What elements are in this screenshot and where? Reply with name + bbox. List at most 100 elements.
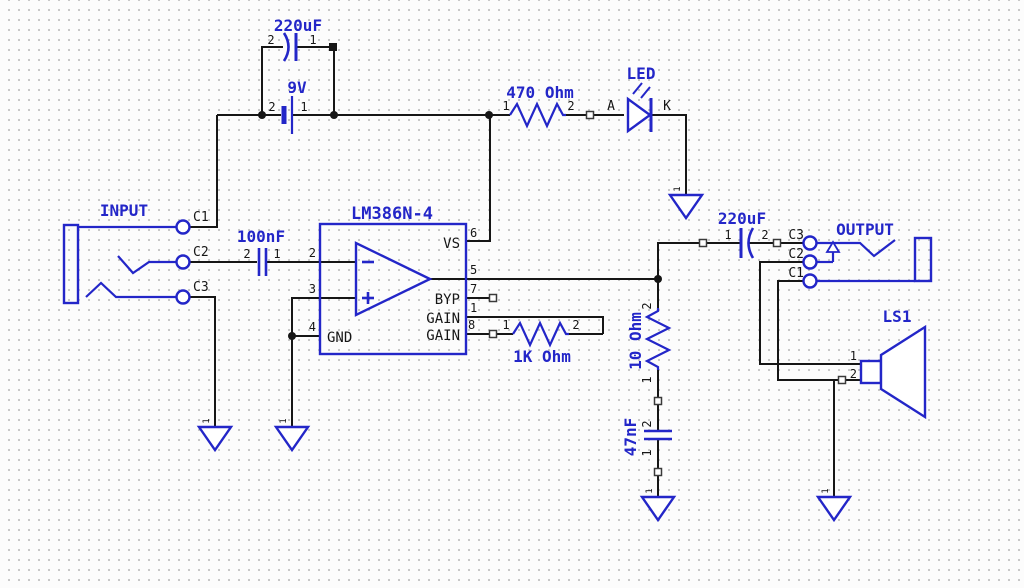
input-label: INPUT bbox=[100, 201, 148, 220]
speaker-pin2: 2 bbox=[850, 367, 857, 381]
ic-pin-num-5: 5 bbox=[470, 263, 477, 277]
output-pin-c2[interactable] bbox=[802, 254, 818, 270]
input-pin-c3[interactable] bbox=[175, 289, 191, 305]
resistor-1k-pin1: 1 bbox=[502, 318, 509, 332]
pin-end-marker bbox=[488, 329, 498, 339]
ic-pin-byp: BYP bbox=[435, 292, 460, 308]
output-label: OUTPUT bbox=[836, 220, 894, 239]
output-pin-c3[interactable] bbox=[802, 235, 818, 251]
led-anode-label: A bbox=[607, 99, 615, 114]
pin-end-marker bbox=[585, 110, 595, 120]
resistor-10ohm[interactable]: 10 Ohm 2 1 bbox=[626, 302, 672, 384]
input-c2-label: C2 bbox=[193, 245, 209, 260]
wire-out-to-cap[interactable] bbox=[657, 242, 699, 279]
battery-pin2: 2 bbox=[268, 100, 275, 114]
supply-capacitor[interactable]: 220uF 2 1 bbox=[267, 16, 322, 62]
resistor-1k-value: 1K Ohm bbox=[513, 347, 571, 366]
junction-dot bbox=[654, 275, 662, 283]
cap-curved-plate bbox=[282, 32, 290, 62]
resistor-470[interactable]: 470 Ohm 1 2 bbox=[502, 83, 575, 129]
battery-value: 9V bbox=[287, 78, 307, 97]
wire-vs-riser[interactable] bbox=[466, 115, 491, 242]
ic-body bbox=[318, 222, 468, 356]
input-jack[interactable]: INPUT C1 C2 C3 bbox=[62, 201, 209, 305]
cap-47nf-value: 47nF bbox=[621, 418, 640, 457]
cap-100nf-pin2: 2 bbox=[243, 247, 250, 261]
junction-dot bbox=[330, 111, 338, 119]
ground-speaker-pin: 1 bbox=[821, 488, 831, 493]
speaker-ls1[interactable]: LS1 1 2 bbox=[850, 307, 927, 420]
led-cathode-label: K bbox=[663, 99, 671, 114]
ic-pin-num-6: 6 bbox=[470, 226, 477, 240]
ground-led[interactable] bbox=[667, 193, 705, 221]
input-switch-contact-1 bbox=[117, 255, 176, 275]
capacitor-47nf[interactable]: 47nF 2 1 bbox=[621, 418, 672, 457]
output-jack[interactable]: OUTPUT C3 C2 C1 bbox=[788, 220, 933, 289]
junction-dot bbox=[258, 111, 266, 119]
led-ray-2 bbox=[640, 86, 651, 99]
cap-curved-plate bbox=[747, 227, 755, 259]
resistor-1k-pin2: 2 bbox=[572, 318, 579, 332]
ground-ic-pin: 1 bbox=[279, 418, 289, 423]
ic-pin-num-4: 4 bbox=[309, 320, 316, 334]
resistor-10ohm-pin2: 2 bbox=[640, 302, 654, 309]
wire-led-to-gnd[interactable] bbox=[652, 114, 687, 195]
input-switch-contact-2 bbox=[85, 281, 176, 299]
cap-47nf-pin2: 2 bbox=[640, 420, 654, 427]
wire-c1-to-speaker2[interactable] bbox=[777, 280, 838, 381]
ground-zobel-pin: 1 bbox=[645, 488, 655, 493]
led-ray-1 bbox=[632, 82, 643, 95]
ground-symbols bbox=[196, 193, 853, 523]
battery-9v[interactable]: 9V 2 1 bbox=[268, 78, 308, 134]
pin-end-marker bbox=[837, 375, 847, 385]
ground-led-pin: 1 bbox=[673, 186, 683, 191]
ic-lm386[interactable]: LM386N-4 VS BYP GAIN GAIN GND 2 3 4 6 5 … bbox=[309, 204, 477, 356]
output-c3-label: C3 bbox=[788, 228, 804, 243]
led-label: LED bbox=[627, 64, 656, 83]
ic-pin-num-7: 7 bbox=[470, 282, 477, 296]
ground-zobel[interactable] bbox=[639, 495, 677, 523]
wire-c2-to-speaker1[interactable] bbox=[759, 261, 861, 365]
output-pin-c1[interactable] bbox=[802, 273, 818, 289]
ground-ic[interactable] bbox=[273, 425, 311, 453]
wire-cap-left-riser[interactable] bbox=[261, 46, 283, 115]
wire-input-c1-to-rail[interactable] bbox=[190, 115, 218, 228]
pin-end-marker bbox=[653, 396, 663, 406]
opamp-triangle bbox=[354, 241, 433, 317]
resistor-10ohm-pin1: 1 bbox=[640, 376, 654, 383]
input-pin-c2[interactable] bbox=[175, 254, 191, 270]
led[interactable]: LED A K bbox=[607, 64, 671, 134]
output-cap-pin1: 1 bbox=[724, 228, 731, 242]
ground-input[interactable] bbox=[196, 425, 234, 453]
output-capacitor[interactable]: 220uF 1 2 bbox=[718, 209, 769, 259]
wire-c3-to-gnd[interactable] bbox=[190, 296, 216, 427]
speaker-body bbox=[859, 359, 883, 385]
output-c1-label: C1 bbox=[788, 266, 804, 281]
led-triangle bbox=[626, 96, 653, 134]
wire-pin1-loop[interactable] bbox=[466, 316, 604, 334]
ground-pin-labels: 1 1 1 1 1 bbox=[202, 186, 831, 493]
junction-square bbox=[329, 43, 337, 51]
supply-cap-pin1: 1 bbox=[309, 33, 316, 47]
ground-speaker[interactable] bbox=[815, 495, 853, 523]
resistor-10ohm-value: 10 Ohm bbox=[626, 312, 645, 370]
wire-pin3-gnd[interactable] bbox=[291, 297, 320, 427]
input-c3-label: C3 bbox=[193, 280, 209, 295]
output-switch-arrow-head bbox=[825, 240, 841, 253]
wire-net[interactable] bbox=[190, 46, 861, 497]
ic-pin-num-1: 1 bbox=[470, 301, 477, 315]
pin-end-markers bbox=[488, 110, 847, 477]
ic-pin-num-2: 2 bbox=[309, 246, 316, 260]
ic-pin-gain-bottom: GAIN bbox=[426, 328, 460, 344]
pin-end-marker bbox=[653, 467, 663, 477]
battery-pin1: 1 bbox=[300, 100, 307, 114]
input-pin-c1[interactable] bbox=[175, 219, 191, 235]
ic-pin-vs: VS bbox=[443, 236, 460, 252]
resistor-1k[interactable]: 1K Ohm 1 2 bbox=[502, 318, 579, 366]
capacitor-100nf[interactable]: 100nF 2 1 bbox=[237, 227, 285, 276]
junction-dots bbox=[258, 43, 662, 340]
speaker-label: LS1 bbox=[883, 307, 912, 326]
output-cap-pin2: 2 bbox=[761, 228, 768, 242]
resistor-470-value: 470 Ohm bbox=[506, 83, 574, 102]
